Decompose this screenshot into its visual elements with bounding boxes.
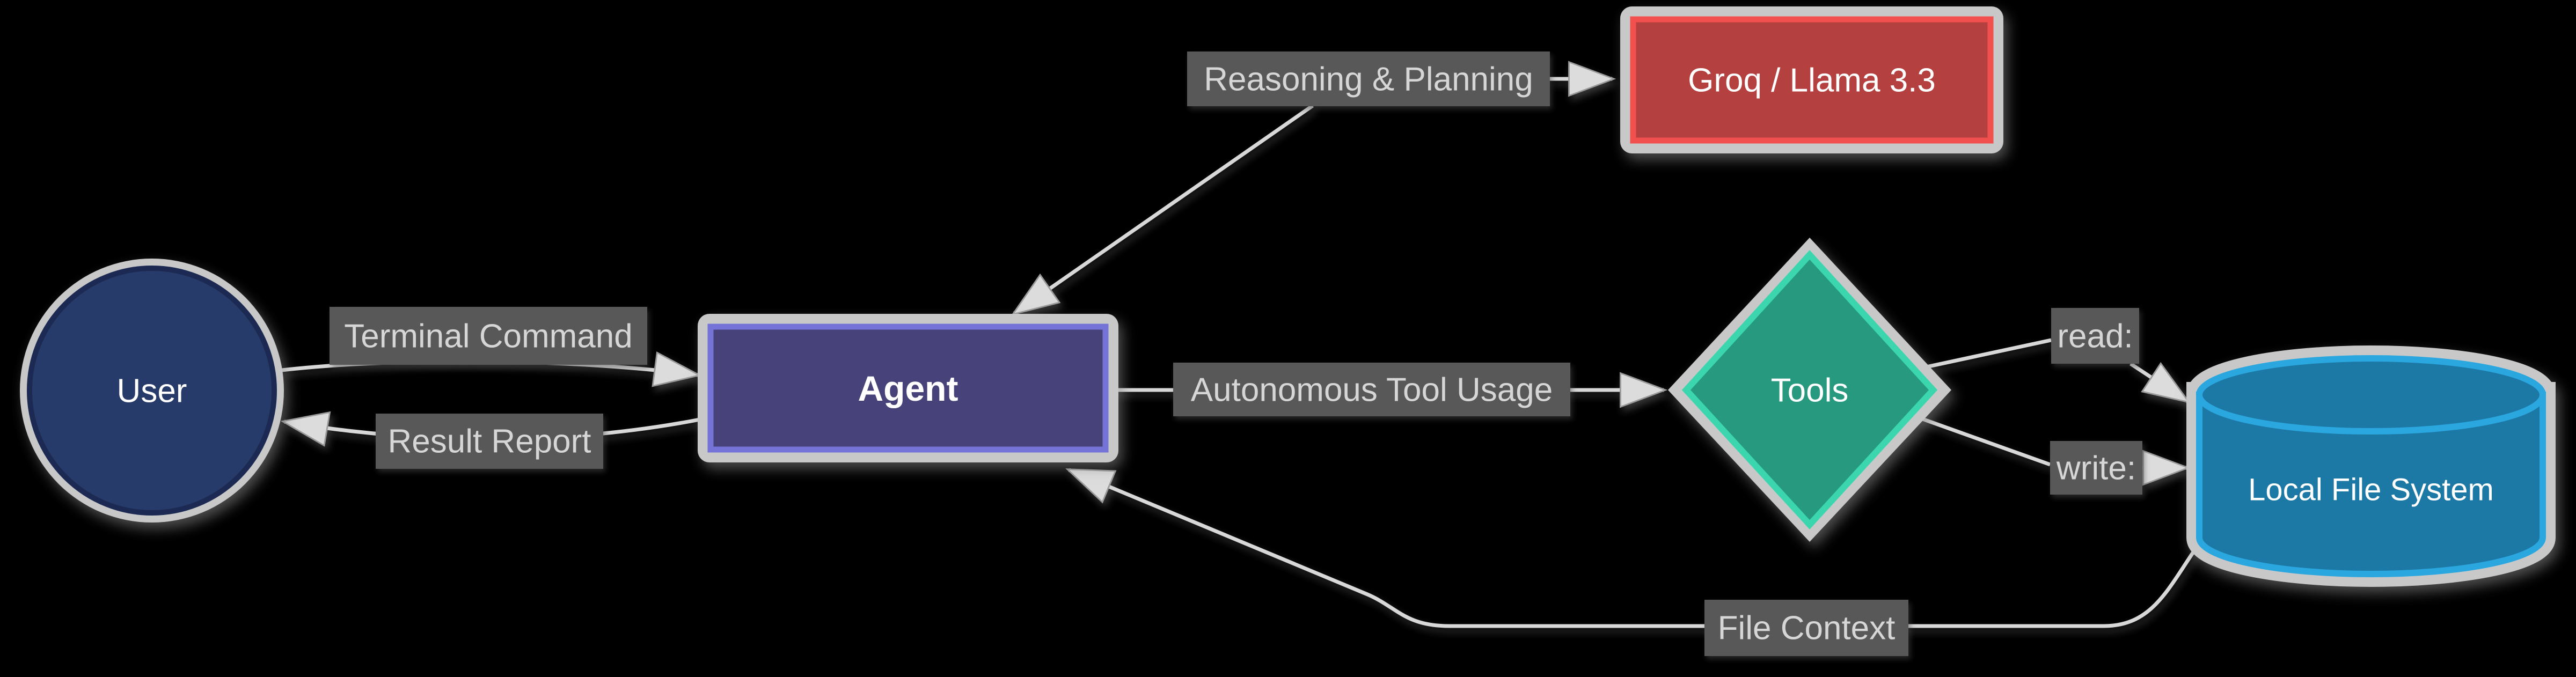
node-tools: Tools [1668,238,1951,542]
terminal-command-text: Terminal Command [344,318,633,355]
edge-labels: Terminal Command Result Report Reasoning… [330,51,2142,656]
result-report-text: Result Report [387,423,591,460]
edge-label-write: write: [2050,441,2142,495]
write-text: write: [2056,450,2136,487]
file-context-text: File Context [1718,610,1896,647]
groq-shape [1630,16,1994,144]
edge-tools-to-read-line [1916,338,2052,371]
node-local-file-system: Local File System [2186,345,2556,587]
autonomous-tool-usage-text: Autonomous Tool Usage [1191,372,1553,409]
nodes: User Agent Groq / Llama 3.3 Tools [20,6,2556,587]
filesystem-lid [2196,355,2546,435]
reasoning-planning-text: Reasoning & Planning [1204,61,1533,98]
edge-label-result-report: Result Report [376,414,603,469]
edge-read-to-filesystem-line [2129,364,2187,401]
edge-tools-to-write-line [1915,415,2051,467]
node-groq: Groq / Llama 3.3 [1620,6,2003,153]
read-text: read: [2057,318,2133,355]
edge-file-context-line [1069,468,2202,628]
user-label: User [117,373,187,410]
local-file-system-label: Local File System [2248,472,2494,507]
groq-label: Groq / Llama 3.3 [1688,62,1936,99]
edge-label-terminal-command: Terminal Command [330,307,647,365]
tools-shape [1681,250,1938,529]
node-user: User [20,259,284,523]
edge-label-reasoning-planning: Reasoning & Planning [1187,51,1550,106]
edge-label-autonomous-tool-usage: Autonomous Tool Usage [1173,363,1570,416]
filesystem-body [2196,392,2546,577]
agent-shape [707,323,1109,453]
user-shape [27,266,277,516]
node-agent: Agent [698,314,1118,462]
edge-reasoning-planning-to-agent-line [1014,104,1314,313]
edge-label-file-context: File Context [1704,600,1908,656]
tools-label: Tools [1771,372,1849,409]
agent-label: Agent [858,369,958,408]
edge-label-read: read: [2051,308,2139,364]
